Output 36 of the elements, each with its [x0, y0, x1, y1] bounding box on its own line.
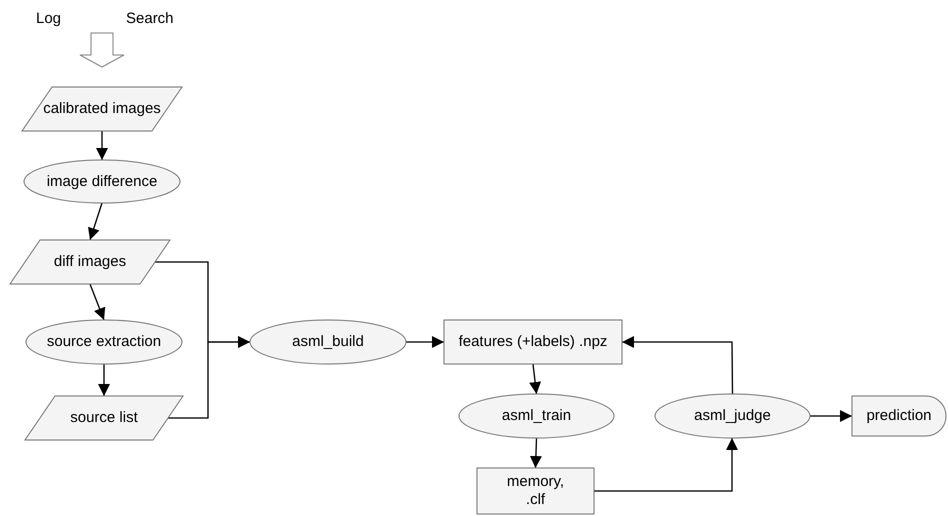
node-label: asml_train: [502, 407, 572, 425]
arrow: [98, 364, 110, 396]
node-label: asml_judge: [694, 407, 771, 425]
node-label: source list: [70, 409, 138, 427]
node-label: image difference: [46, 172, 158, 190]
arrow: [529, 364, 542, 394]
arrow: [594, 438, 738, 492]
process-ellipse: [24, 160, 180, 203]
block-arrow: [80, 32, 124, 68]
process-ellipse: [655, 394, 810, 438]
data-box: [477, 468, 594, 514]
output-shape: [852, 396, 946, 436]
node-label: calibrated images: [43, 100, 161, 118]
process-ellipse: [250, 320, 406, 364]
process-ellipse: [26, 320, 182, 364]
data-parallelogram: [25, 396, 183, 440]
arrow: [530, 438, 542, 468]
input-label: Search: [126, 10, 174, 28]
arrow: [622, 336, 734, 394]
node-label: diff images: [54, 253, 126, 271]
data-box: [444, 320, 622, 364]
node-label: memory, .clf: [506, 473, 566, 509]
arrow: [810, 410, 852, 422]
arrow: [168, 336, 250, 419]
data-parallelogram: [22, 87, 182, 131]
data-parallelogram: [10, 240, 170, 284]
node-label: features (+labels) .npz: [458, 333, 608, 351]
input-label: Log: [36, 10, 62, 28]
arrow: [88, 202, 103, 240]
node-label: prediction: [866, 407, 932, 425]
node-label: asml_build: [292, 333, 364, 351]
node-label: source extraction: [46, 333, 162, 351]
arrow: [89, 284, 106, 320]
arrow: [406, 336, 444, 348]
process-ellipse: [459, 394, 614, 438]
arrow: [96, 131, 108, 160]
